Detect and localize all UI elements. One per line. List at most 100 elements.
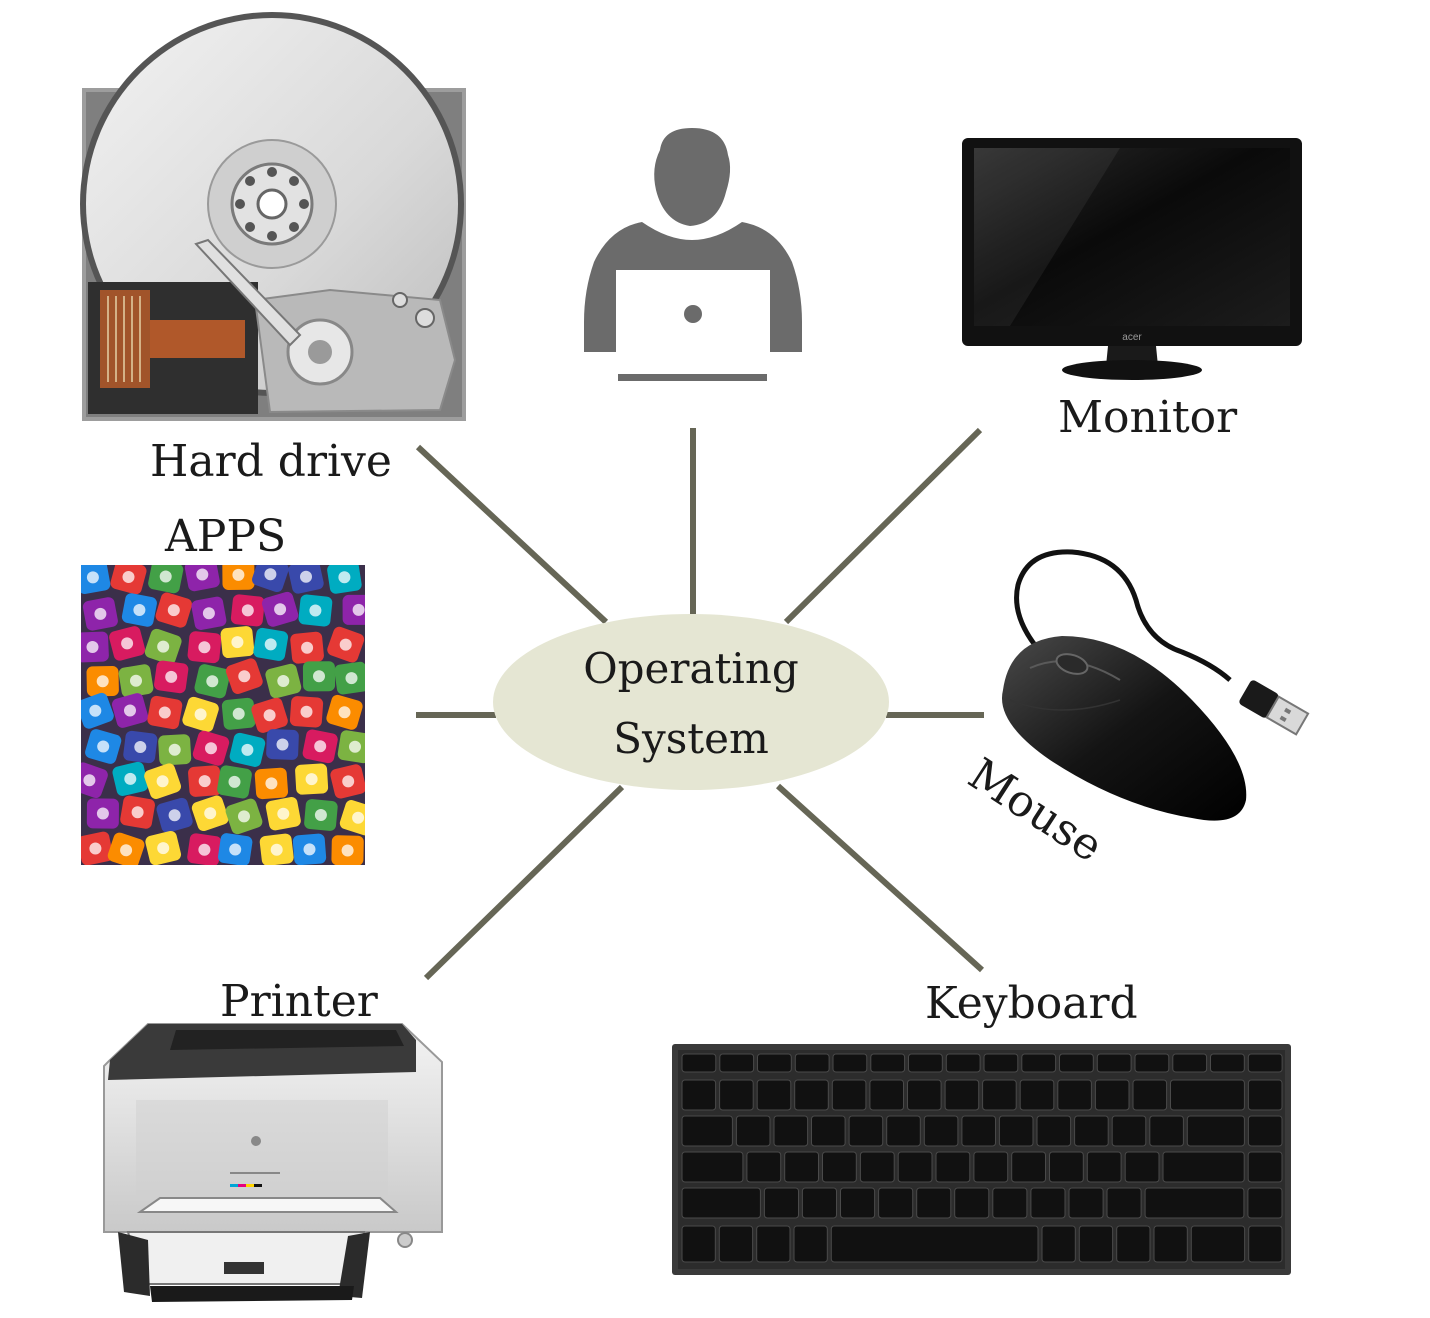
keyboard-key	[1247, 1053, 1283, 1073]
keyboard-key	[916, 1187, 952, 1219]
keyboard-key	[848, 1115, 884, 1147]
app-glyph	[338, 706, 351, 719]
app-glyph	[338, 571, 351, 584]
keyboard-key	[982, 1079, 1017, 1111]
app-glyph	[134, 741, 147, 753]
keyboard-key	[983, 1053, 1019, 1073]
keyboard-key	[961, 1115, 997, 1147]
app-glyph	[349, 740, 361, 753]
keyboard-key	[1247, 1115, 1283, 1147]
app-glyph	[232, 568, 245, 581]
keyboard-key	[1021, 1053, 1057, 1073]
keyboard-key	[681, 1225, 716, 1263]
app-glyph	[131, 806, 144, 819]
app-glyph	[165, 670, 178, 683]
keyboard-key	[1170, 1079, 1245, 1111]
app-glyph	[198, 641, 211, 654]
keyboard-key	[992, 1187, 1028, 1219]
hard-drive-label: Hard drive	[150, 436, 392, 487]
keyboard-key	[1172, 1053, 1208, 1073]
keyboard-key	[1210, 1053, 1245, 1073]
keyboard-key	[831, 1079, 867, 1111]
keyboard-key	[784, 1151, 820, 1183]
app-glyph	[205, 742, 217, 755]
app-glyph	[238, 810, 250, 823]
keyboard-key	[718, 1225, 754, 1263]
app-glyph	[168, 743, 181, 756]
app-glyph	[264, 568, 277, 581]
keyboard-key	[1149, 1115, 1184, 1147]
apps-label: APPS	[165, 511, 287, 562]
keyboard-key	[1019, 1079, 1055, 1111]
keyboard-label: Keyboard	[925, 978, 1138, 1029]
app-glyph	[264, 638, 277, 651]
keyboard-key	[1247, 1187, 1283, 1219]
connector-monitor	[783, 427, 983, 625]
keyboard-key	[840, 1187, 876, 1219]
keyboard-key	[908, 1053, 943, 1073]
app-glyph	[301, 641, 314, 654]
keyboard-key	[1124, 1151, 1160, 1183]
app-glyph	[122, 571, 135, 583]
app-glyph	[314, 740, 327, 753]
app-glyph	[276, 738, 289, 751]
keyboard-key	[907, 1079, 942, 1111]
keyboard-key	[1247, 1079, 1283, 1111]
keyboard-key	[973, 1151, 1009, 1183]
keyboard-key	[1057, 1079, 1092, 1111]
app-glyph	[206, 675, 219, 688]
app-glyph	[120, 844, 133, 857]
printer-image	[103, 1023, 443, 1302]
keyboard-key	[763, 1187, 800, 1219]
keyboard-key	[935, 1151, 971, 1183]
keyboard-image	[672, 1044, 1291, 1275]
keyboard-key	[1190, 1225, 1246, 1263]
connector-printer	[423, 784, 625, 981]
keyboard-key	[1132, 1079, 1168, 1111]
mouse-image	[1001, 549, 1310, 821]
keyboard-key	[801, 1187, 838, 1219]
keyboard-key	[832, 1053, 868, 1073]
keyboard-key	[886, 1115, 921, 1147]
keyboard-key	[1059, 1053, 1094, 1073]
monitor-brand-text: acer	[1122, 332, 1142, 343]
app-glyph	[96, 807, 109, 820]
monitor-image: acer	[962, 138, 1302, 380]
apps-image	[81, 565, 365, 865]
app-glyph	[196, 568, 209, 581]
keyboard-key	[1144, 1187, 1245, 1219]
keyboard-key	[793, 1225, 828, 1263]
app-glyph	[168, 809, 181, 822]
keyboard-key	[735, 1115, 771, 1147]
keyboard-key	[859, 1151, 895, 1183]
app-glyph	[352, 603, 365, 616]
keyboard-key	[945, 1053, 981, 1073]
app-glyph	[274, 603, 287, 616]
app-glyph	[133, 604, 146, 616]
keyboard-key	[1068, 1187, 1104, 1219]
center-label-line-2: System	[613, 714, 769, 763]
keyboard-key	[746, 1151, 782, 1183]
app-glyph	[270, 843, 283, 856]
keyboard-key	[830, 1225, 1039, 1263]
app-glyph	[130, 674, 142, 687]
keyboard-key	[1106, 1187, 1142, 1219]
keyboard-key	[1134, 1053, 1170, 1073]
keyboard-key	[794, 1079, 829, 1111]
connector-hard-drive	[415, 444, 609, 625]
app-glyph	[94, 607, 107, 620]
app-glyph	[96, 675, 109, 688]
keyboard-key	[1186, 1115, 1245, 1147]
app-glyph	[232, 707, 245, 720]
app-glyph	[314, 809, 327, 821]
app-glyph	[167, 604, 180, 617]
keyboard-key	[681, 1053, 717, 1073]
app-glyph	[352, 811, 365, 824]
keyboard-key	[1162, 1151, 1245, 1183]
keyboard-key	[773, 1115, 809, 1147]
connectors	[415, 427, 985, 981]
app-glyph	[342, 775, 355, 788]
app-glyph	[241, 604, 254, 617]
app-glyph	[238, 670, 251, 683]
